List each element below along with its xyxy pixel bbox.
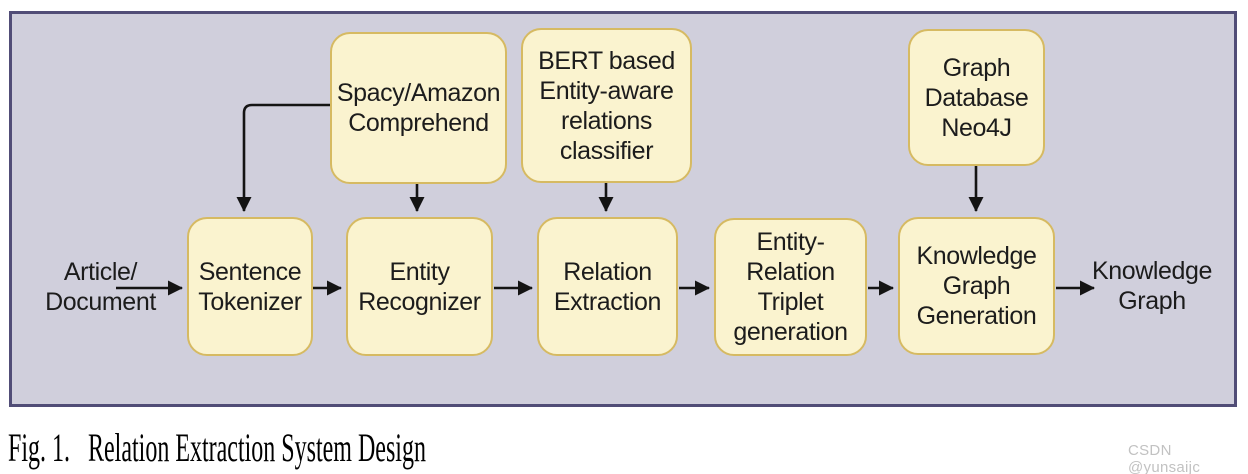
input-label-line: Document (45, 288, 156, 316)
node-entity-relation-triplet-generation: Entity- Relation Triplet generation (714, 218, 867, 356)
output-label-knowledge-graph: Knowledge Graph (1082, 256, 1222, 316)
node-knowledge-graph-generation: Knowledge Graph Generation (898, 217, 1055, 355)
node-text-line: Comprehend (348, 109, 489, 137)
node-text-line: Neo4J (941, 113, 1012, 142)
input-label-article-document: Article/ Document (28, 257, 173, 317)
node-text-line: Knowledge (916, 242, 1037, 270)
node-text-line: Recognizer (358, 287, 481, 316)
node-graph-database-neo4j: Graph Database Neo4J (908, 29, 1045, 166)
node-text-line: Entity (389, 257, 450, 286)
node-text-line: relations (561, 106, 652, 135)
node-text-line: BERT based (538, 46, 675, 75)
node-text-line: Database (924, 83, 1029, 112)
output-label-line: Knowledge (1091, 257, 1213, 285)
node-text-line: Entity-aware (539, 76, 674, 105)
node-text-line: Tokenizer (198, 287, 302, 316)
node-text-line: Graph (942, 272, 1011, 300)
node-bert-relations-classifier: BERT based Entity-aware relations classi… (521, 28, 692, 183)
node-text-line: generation (733, 318, 848, 346)
node-text-line: Generation (916, 302, 1037, 330)
input-label-line: Article/ (63, 258, 138, 286)
node-text-line: Relation (563, 257, 652, 286)
node-text-line: Graph (942, 53, 1011, 82)
node-relation-extraction: Relation Extraction (537, 217, 678, 356)
node-text-line: Entity- (756, 228, 825, 256)
watermark-text: CSDN @yunsaijc (1128, 442, 1201, 474)
node-sentence-tokenizer: Sentence Tokenizer (187, 217, 313, 356)
node-entity-recognizer: Entity Recognizer (346, 217, 493, 356)
node-text-line: Sentence (198, 257, 302, 286)
node-spacy-amazon-comprehend: Spacy/Amazon Comprehend (330, 32, 507, 184)
node-text-line: classifier (559, 136, 654, 165)
node-text-line: Spacy/Amazon (336, 79, 501, 107)
node-text-line: Extraction (553, 287, 662, 316)
node-text-line: Triplet (757, 288, 824, 316)
figure-caption: Fig. 1. Relation Extraction System Desig… (8, 425, 426, 470)
output-label-line: Graph (1118, 287, 1186, 315)
node-text-line: Relation (746, 258, 835, 286)
